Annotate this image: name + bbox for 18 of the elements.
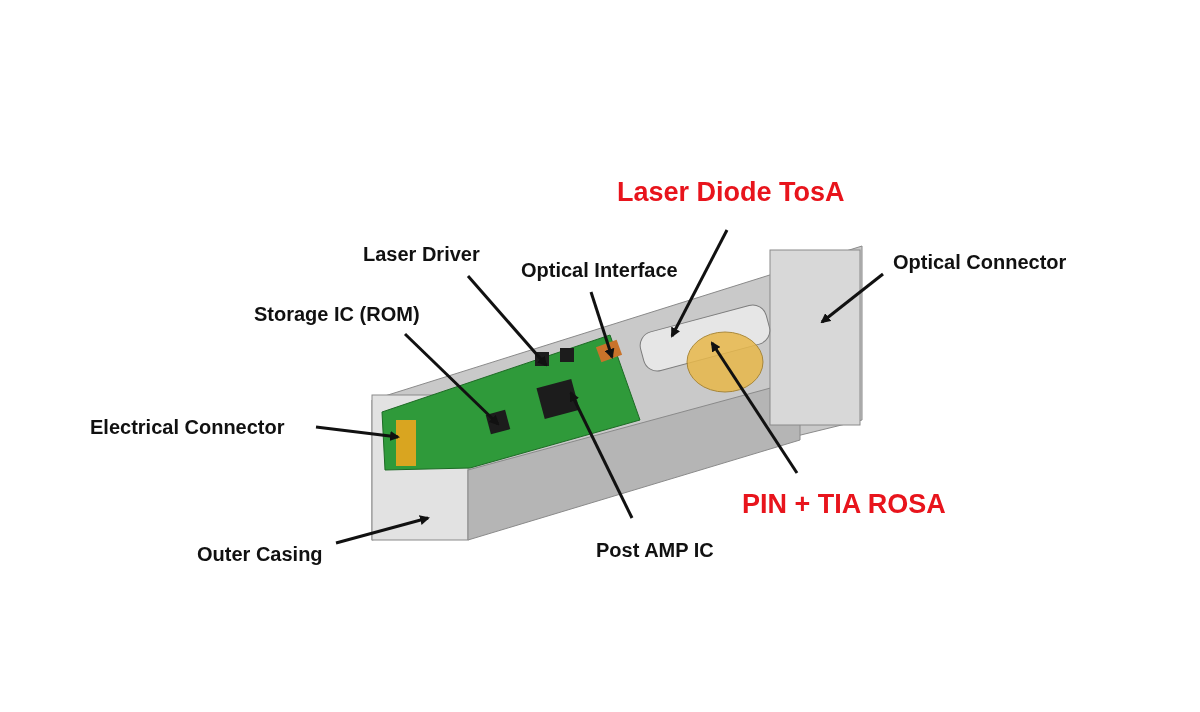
part-label: Post AMP IC [596, 539, 714, 561]
part-label: Electrical Connector [90, 416, 285, 438]
leader-line [710, 341, 799, 474]
leader-line [820, 272, 884, 324]
part-label: Storage IC (ROM) [254, 303, 420, 325]
leader-line [466, 275, 548, 367]
part-label: PIN + TIA ROSA [742, 490, 946, 520]
leader-line [315, 425, 400, 441]
leader-line [403, 332, 500, 426]
leader-line [589, 291, 615, 359]
part-label: Optical Connector [893, 251, 1067, 273]
part-label: Laser Driver [363, 243, 480, 265]
part-label: Laser Diode TosA [617, 178, 845, 208]
part-label: Outer Casing [197, 543, 323, 565]
leader-line [569, 391, 634, 519]
leader-line [670, 229, 729, 338]
part-label: Optical Interface [521, 259, 678, 281]
leader-line [335, 515, 430, 545]
